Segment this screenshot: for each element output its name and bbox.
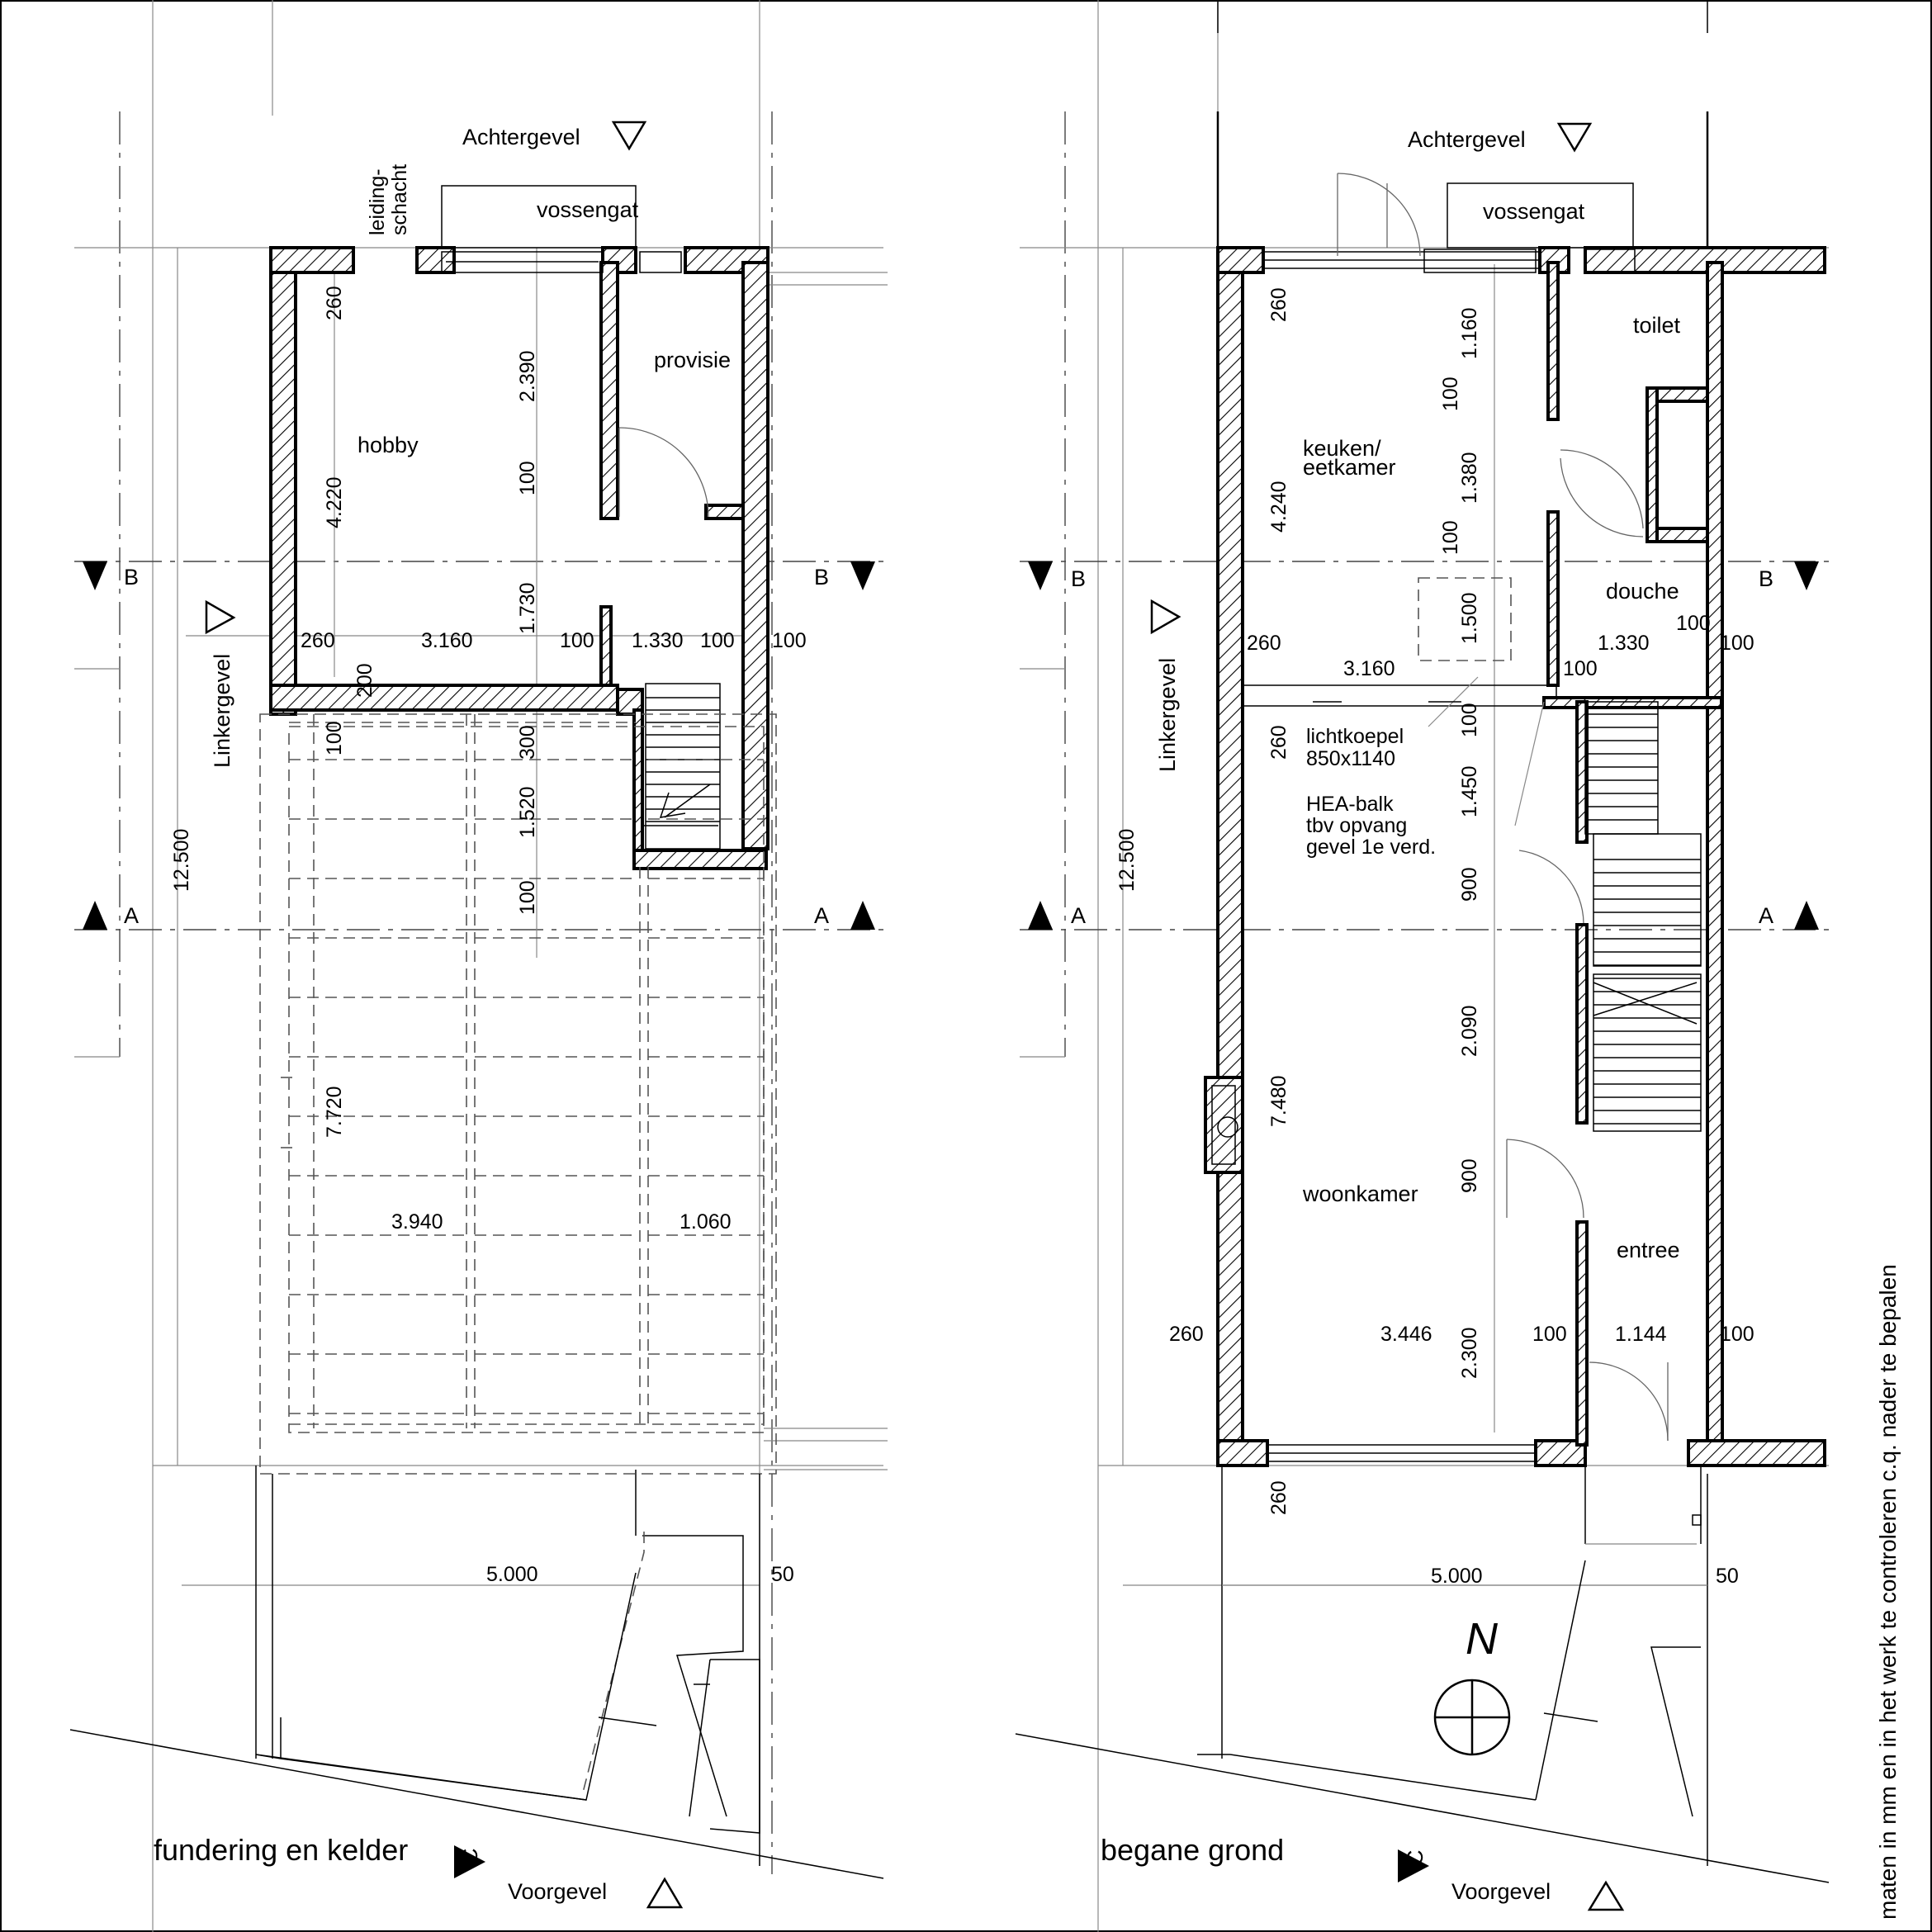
room-keuken-2: eetkamer <box>1303 455 1396 480</box>
floor-joists <box>289 759 764 1414</box>
right-plan <box>1015 0 1830 1932</box>
dim-right-2300: 2.300 <box>1458 1327 1481 1379</box>
room-keuken-1: keuken/ <box>1303 436 1381 461</box>
dim-left-100-row2: 100 <box>700 629 735 652</box>
right-vossengat-label: vossengat <box>1483 199 1585 224</box>
right-plan-title: begane grond <box>1101 1833 1284 1867</box>
left-vossengat-label: vossengat <box>537 197 639 222</box>
north-label: N <box>1466 1614 1499 1664</box>
note-hea-2: tbv opvang <box>1306 814 1407 837</box>
dim-left-300: 300 <box>516 725 539 760</box>
dim-right-2090: 2.090 <box>1458 1005 1481 1057</box>
dim-right-3160: 3.160 <box>1343 657 1395 680</box>
right-section-a-left: A <box>1071 903 1086 928</box>
dim-right-3446: 3.446 <box>1380 1323 1432 1346</box>
dim-left-100-v2: 100 <box>323 721 346 755</box>
room-entree: entree <box>1617 1238 1680 1262</box>
left-section-b-right: B <box>814 565 829 590</box>
dim-left-1520: 1.520 <box>516 786 539 838</box>
left-plan <box>69 0 888 1932</box>
right-section-a-right: A <box>1759 903 1773 928</box>
left-voorgevel-label: Voorgevel <box>508 1879 607 1904</box>
dim-left-100-v3: 100 <box>516 880 539 915</box>
dim-left-100-v1: 100 <box>516 461 539 495</box>
dim-left-1330: 1.330 <box>632 629 684 652</box>
dim-right-7480: 7.480 <box>1267 1075 1290 1127</box>
dim-left-200: 200 <box>353 663 376 698</box>
right-achtergevel-label: Achtergevel <box>1408 127 1526 152</box>
dim-left-3940: 3.940 <box>391 1210 443 1234</box>
room-provisie: provisie <box>654 348 731 372</box>
dim-left-100-row3: 100 <box>772 629 807 652</box>
dim-left-100-row1: 100 <box>560 629 594 652</box>
dim-left-3160: 3.160 <box>421 629 473 652</box>
right-section-b-left: B <box>1071 566 1086 591</box>
dim-right-4240: 4.240 <box>1267 481 1290 533</box>
dim-right-100-e: 100 <box>1720 1323 1754 1346</box>
left-section-c: C <box>457 1849 482 1865</box>
note-hea-3: gevel 1e verd. <box>1306 836 1436 859</box>
room-toilet: toilet <box>1633 313 1681 338</box>
left-plan-title: fundering en kelder <box>154 1833 408 1867</box>
dim-right-900-a: 900 <box>1458 867 1481 902</box>
left-achtergevel-label: Achtergevel <box>462 125 580 149</box>
dim-right-100-v3: 100 <box>1458 703 1481 737</box>
dim-left-5000: 5.000 <box>486 1563 538 1586</box>
dim-right-1160: 1.160 <box>1458 307 1481 359</box>
dim-right-1330: 1.330 <box>1598 632 1650 655</box>
dim-left-7720: 7.720 <box>323 1086 346 1138</box>
dim-left-1060: 1.060 <box>680 1210 732 1234</box>
leidingschacht-label-1: leiding- <box>366 168 389 235</box>
dim-right-1500: 1.500 <box>1458 592 1481 644</box>
dim-left-12500: 12.500 <box>170 829 193 892</box>
dim-right-100-a: 100 <box>1676 612 1711 635</box>
right-voorgevel-label: Voorgevel <box>1451 1879 1551 1904</box>
leidingschacht-label-2: schacht <box>388 164 411 235</box>
note-lichtkoepel-2: 850x1140 <box>1306 747 1395 770</box>
dim-right-100-v1: 100 <box>1439 376 1462 411</box>
dim-left-1730: 1.730 <box>516 582 539 634</box>
dim-left-260-top: 260 <box>323 286 346 320</box>
note-hea-1: HEA-balk <box>1306 793 1394 816</box>
dim-right-1380: 1.380 <box>1458 452 1481 504</box>
dim-right-5000: 5.000 <box>1431 1565 1483 1588</box>
right-linkergevel-label: Linkergevel <box>1155 658 1180 772</box>
right-section-b-right: B <box>1759 566 1773 591</box>
left-linkergevel-label: Linkergevel <box>210 654 234 768</box>
left-section-b-left: B <box>124 565 139 590</box>
right-section-c: C <box>1403 1850 1428 1867</box>
dim-right-900-b: 900 <box>1458 1158 1481 1193</box>
room-hobby: hobby <box>358 433 419 457</box>
room-woonkamer: woonkamer <box>1302 1181 1418 1206</box>
dim-right-50: 50 <box>1716 1565 1739 1588</box>
left-section-a-right: A <box>814 903 829 928</box>
dim-right-1144: 1.144 <box>1615 1323 1667 1346</box>
dim-right-100-d: 100 <box>1532 1323 1567 1346</box>
dim-right-100-c: 100 <box>1563 657 1598 680</box>
dim-right-100-v2: 100 <box>1439 520 1462 555</box>
dim-right-100-b: 100 <box>1720 632 1754 655</box>
dim-left-2390: 2.390 <box>516 350 539 402</box>
dim-right-260-mid: 260 <box>1267 725 1290 760</box>
dim-right-1450: 1.450 <box>1458 765 1481 817</box>
dim-right-260-row: 260 <box>1247 632 1281 655</box>
dim-right-260-bottom: 260 <box>1267 1480 1290 1515</box>
dim-right-260-low: 260 <box>1169 1323 1204 1346</box>
dim-right-12500: 12.500 <box>1115 829 1139 892</box>
dim-right-260-top: 260 <box>1267 287 1290 322</box>
side-note: maten in mm en in het werk te controlere… <box>1875 1264 1901 1920</box>
left-section-a-left: A <box>124 903 139 928</box>
room-douche: douche <box>1606 579 1679 604</box>
note-lichtkoepel-1: lichtkoepel <box>1306 725 1404 748</box>
dim-left-50: 50 <box>771 1563 794 1586</box>
dim-left-4220: 4.220 <box>323 476 346 528</box>
dim-left-260-row: 260 <box>301 629 335 652</box>
